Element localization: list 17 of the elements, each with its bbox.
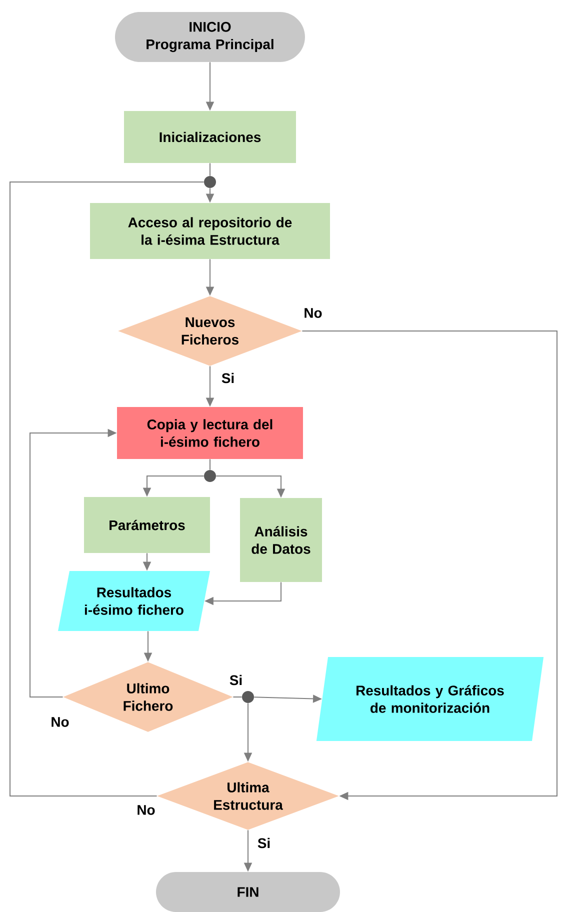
data-parallelogram: Resultados y Gráficos de monitorización bbox=[316, 657, 544, 741]
edge-label: Si bbox=[256, 836, 272, 850]
junction-dot bbox=[242, 691, 254, 703]
junction-dot bbox=[204, 176, 216, 188]
data-parallelogram: Resultados i-ésimo fichero bbox=[58, 571, 210, 631]
process-box: Acceso al repositorio de la i-ésima Estructura bbox=[90, 203, 330, 259]
process-box: Análisis de Datos bbox=[240, 498, 322, 582]
terminal-box: INICIO Programa Principal bbox=[115, 12, 305, 62]
process-box: Copia y lectura del i-ésimo fichero bbox=[117, 407, 303, 459]
process-box: Parámetros bbox=[84, 497, 210, 553]
terminal-box: FIN bbox=[156, 872, 340, 912]
edge-label: No bbox=[302, 307, 324, 319]
process-box: Inicializaciones bbox=[124, 111, 296, 163]
edge-label: Si bbox=[220, 372, 236, 384]
junction-dot bbox=[204, 470, 216, 482]
arrow bbox=[302, 330, 558, 800]
edge-label: No bbox=[136, 804, 156, 816]
